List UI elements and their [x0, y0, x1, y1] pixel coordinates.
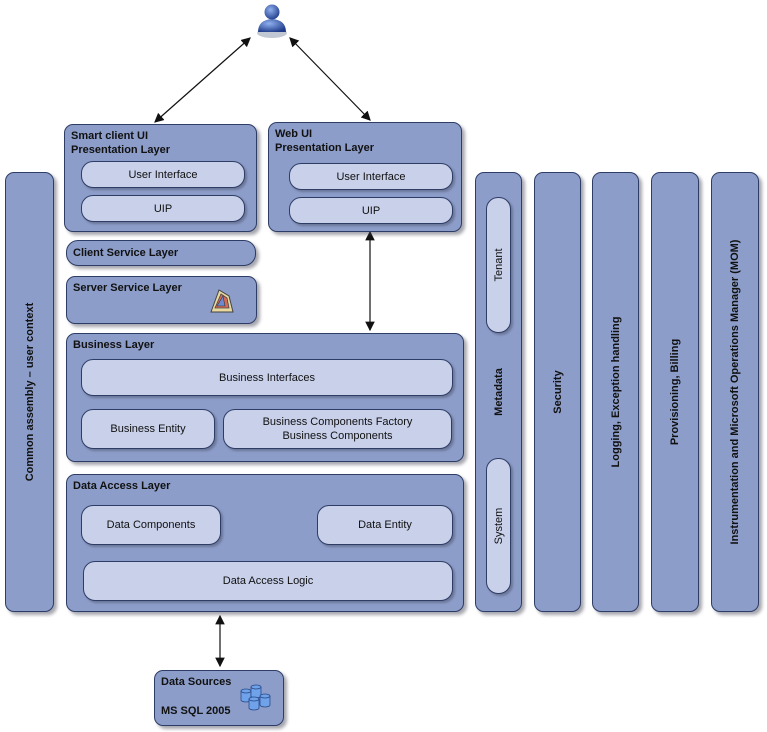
business-layer: Business Layer Business Interfaces Busin… — [66, 333, 464, 462]
metadata-label: Metadata — [492, 368, 505, 416]
data-components: Data Components — [81, 505, 221, 545]
database-icon — [240, 684, 271, 711]
instrumentation-label: Instrumentation and Microsoft Operations… — [729, 239, 741, 545]
client-service-title: Client Service Layer — [73, 247, 179, 259]
metadata-system: System — [486, 458, 511, 594]
metadata-tenant: Tenant — [486, 197, 511, 333]
web-ui-uip: UIP — [289, 197, 453, 224]
arrow-user-web-ui — [289, 37, 371, 121]
smart-client-title: Smart client UI Presentation Layer — [71, 130, 171, 156]
logging-layer: Logging, Exception handling — [592, 172, 639, 612]
smart-client-user-interface: User Interface — [81, 161, 245, 188]
arrow-user-smart-client — [154, 37, 251, 123]
security-label: Security — [551, 370, 564, 414]
web-ui-presentation-layer: Web UI Presentation Layer User Interface… — [268, 122, 462, 232]
instrumentation-layer: Instrumentation and Microsoft Operations… — [711, 172, 759, 612]
data-access-logic: Data Access Logic — [83, 561, 453, 601]
smart-client-presentation-layer: Smart client UI Presentation Layer User … — [64, 124, 257, 232]
service-tools-icon — [210, 289, 234, 313]
data-sources-title: Data Sources — [161, 676, 232, 688]
data-access-title: Data Access Layer — [73, 480, 171, 492]
server-service-title: Server Service Layer — [73, 282, 182, 294]
metadata-tenant-label: Tenant — [492, 248, 505, 282]
client-service-layer: Client Service Layer — [66, 240, 256, 266]
metadata-layer: Metadata Tenant System — [475, 172, 522, 612]
business-entity: Business Entity — [81, 409, 215, 449]
smart-client-uip: UIP — [81, 195, 245, 222]
logging-label: Logging, Exception handling — [609, 316, 622, 468]
data-sources-db: MS SQL 2005 — [161, 705, 231, 717]
business-components: Business Components Factory Business Com… — [223, 409, 452, 449]
common-assembly-layer: Common assembly – user context — [5, 172, 54, 612]
web-ui-user-interface: User Interface — [289, 163, 453, 190]
provisioning-label: Provisioning, Billing — [669, 338, 681, 446]
common-assembly-label: Common assembly – user context — [23, 302, 36, 482]
metadata-system-label: System — [492, 507, 505, 545]
server-service-layer: Server Service Layer — [66, 276, 257, 324]
business-interfaces: Business Interfaces — [81, 359, 453, 396]
security-layer: Security — [534, 172, 581, 612]
provisioning-layer: Provisioning, Billing — [651, 172, 699, 612]
web-ui-title: Web UI Presentation Layer — [275, 128, 375, 154]
user-icon — [257, 4, 287, 38]
data-entity: Data Entity — [317, 505, 453, 545]
data-sources: Data Sources MS SQL 2005 — [154, 670, 284, 726]
data-access-layer: Data Access Layer Data Components Data E… — [66, 474, 464, 612]
business-layer-title: Business Layer — [73, 339, 155, 351]
